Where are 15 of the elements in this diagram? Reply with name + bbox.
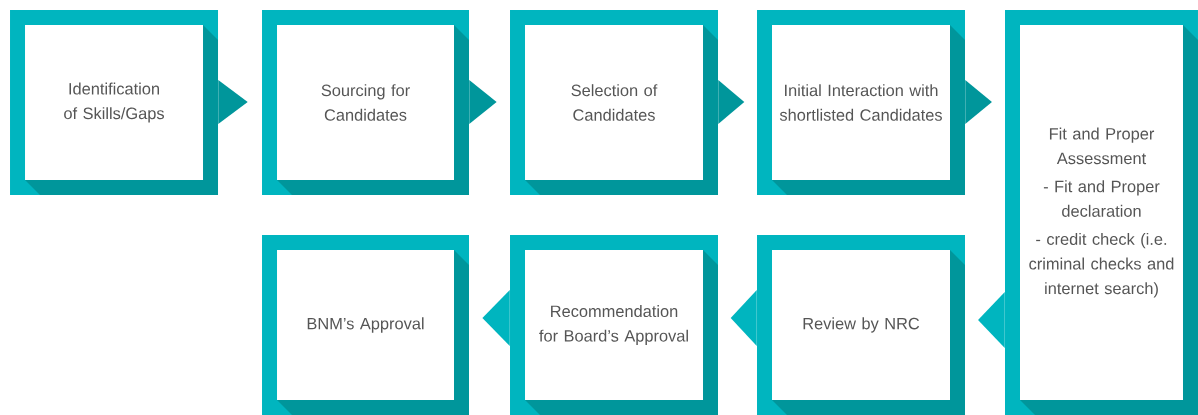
process-box: Selection of Candidates — [510, 10, 718, 195]
process-box: Identification of Skills/Gaps — [10, 10, 218, 195]
pointer-arrow — [482, 290, 510, 346]
process-box: Fit and Proper Assessment - Fit and Proper declaration - credit check (i.e. criminal checks and internet search) — [1005, 10, 1198, 415]
pointer-arrow — [978, 292, 1005, 348]
process-box: Sourcing for Candidates — [262, 10, 469, 195]
pointer-arrow — [730, 290, 757, 346]
process-box: BNM’s Approval — [262, 235, 469, 415]
process-box: Review by NRC — [757, 235, 965, 415]
process-box: Initial Interaction with shortlisted Candidates — [757, 10, 965, 195]
pointer-arrow — [718, 80, 745, 124]
process-box: Recommendation for Board’s Approval — [510, 235, 718, 415]
pointer-arrow — [469, 80, 497, 124]
pointer-arrow — [218, 80, 248, 124]
pointer-arrow — [965, 80, 992, 124]
